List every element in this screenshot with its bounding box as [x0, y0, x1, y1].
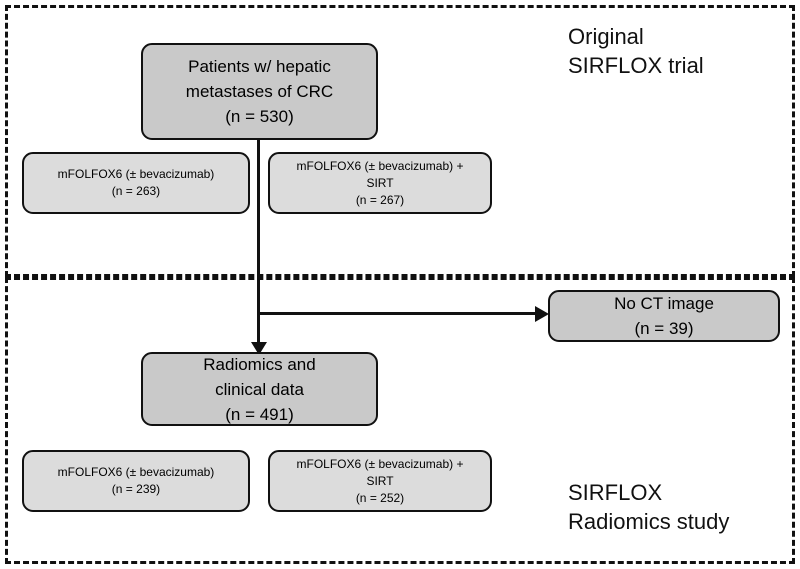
section-frame-radiomics-study: [5, 277, 795, 564]
node-arm-chemotherapy-sirt-radiomics: mFOLFOX6 (± bevacizumab) + SIRT (n = 252…: [268, 450, 492, 512]
node-radiomics-clinical-data: Radiomics and clinical data (n = 491): [141, 352, 378, 426]
section-caption-radiomics-study: SIRFLOX Radiomics study: [568, 480, 730, 534]
connector-branch-to-no-ct: [257, 312, 537, 315]
section-caption-original-trial: Original SIRFLOX trial: [568, 24, 704, 78]
connector-vertical-stem: [257, 140, 260, 352]
arrowhead-down-icon: [251, 342, 267, 355]
node-arm-chemotherapy-original: mFOLFOX6 (± bevacizumab) (n = 263): [22, 152, 250, 214]
section-frame-original-trial: [5, 5, 795, 277]
node-excluded-no-ct-image: No CT image (n = 39): [548, 290, 780, 342]
node-patient-cohort: Patients w/ hepatic metastases of CRC (n…: [141, 43, 378, 140]
arrowhead-right-icon: [535, 306, 549, 322]
node-arm-chemotherapy-radiomics: mFOLFOX6 (± bevacizumab) (n = 239): [22, 450, 250, 512]
node-arm-chemotherapy-sirt-original: mFOLFOX6 (± bevacizumab) + SIRT (n = 267…: [268, 152, 492, 214]
